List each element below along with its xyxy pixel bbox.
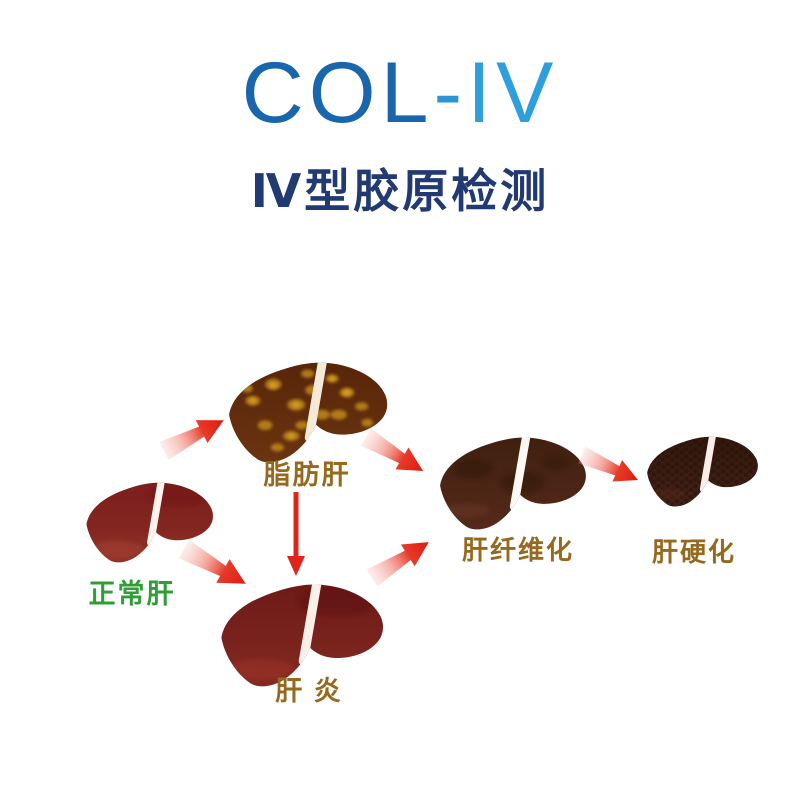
stage-label-hepatitis: 肝 炎 bbox=[275, 676, 343, 706]
hepatitis-liver-illustration bbox=[221, 584, 384, 687]
product-subtitle: Ⅳ型胶原检测 bbox=[250, 165, 550, 217]
stage-label-cirrhosis: 肝硬化 bbox=[651, 537, 736, 567]
normal-liver-illustration bbox=[86, 482, 213, 563]
fibrosis-liver-illustration bbox=[440, 437, 586, 530]
product-title-col: COL bbox=[241, 45, 434, 141]
stage-label-liver-fibrosis: 肝纤维化 bbox=[461, 535, 574, 565]
product-title-hyphen: - bbox=[433, 45, 468, 141]
fatty-liver-illustration bbox=[229, 362, 388, 463]
cirrhosis-liver-illustration bbox=[647, 436, 758, 507]
product-title: COL-IV bbox=[0, 46, 800, 141]
stage-label-fatty-liver: 脂肪肝 bbox=[263, 460, 351, 490]
stage-label-normal-liver: 正常肝 bbox=[88, 579, 176, 609]
product-title-iv: IV bbox=[467, 45, 559, 141]
arrow-fatty-to-hepatitis bbox=[287, 492, 305, 576]
